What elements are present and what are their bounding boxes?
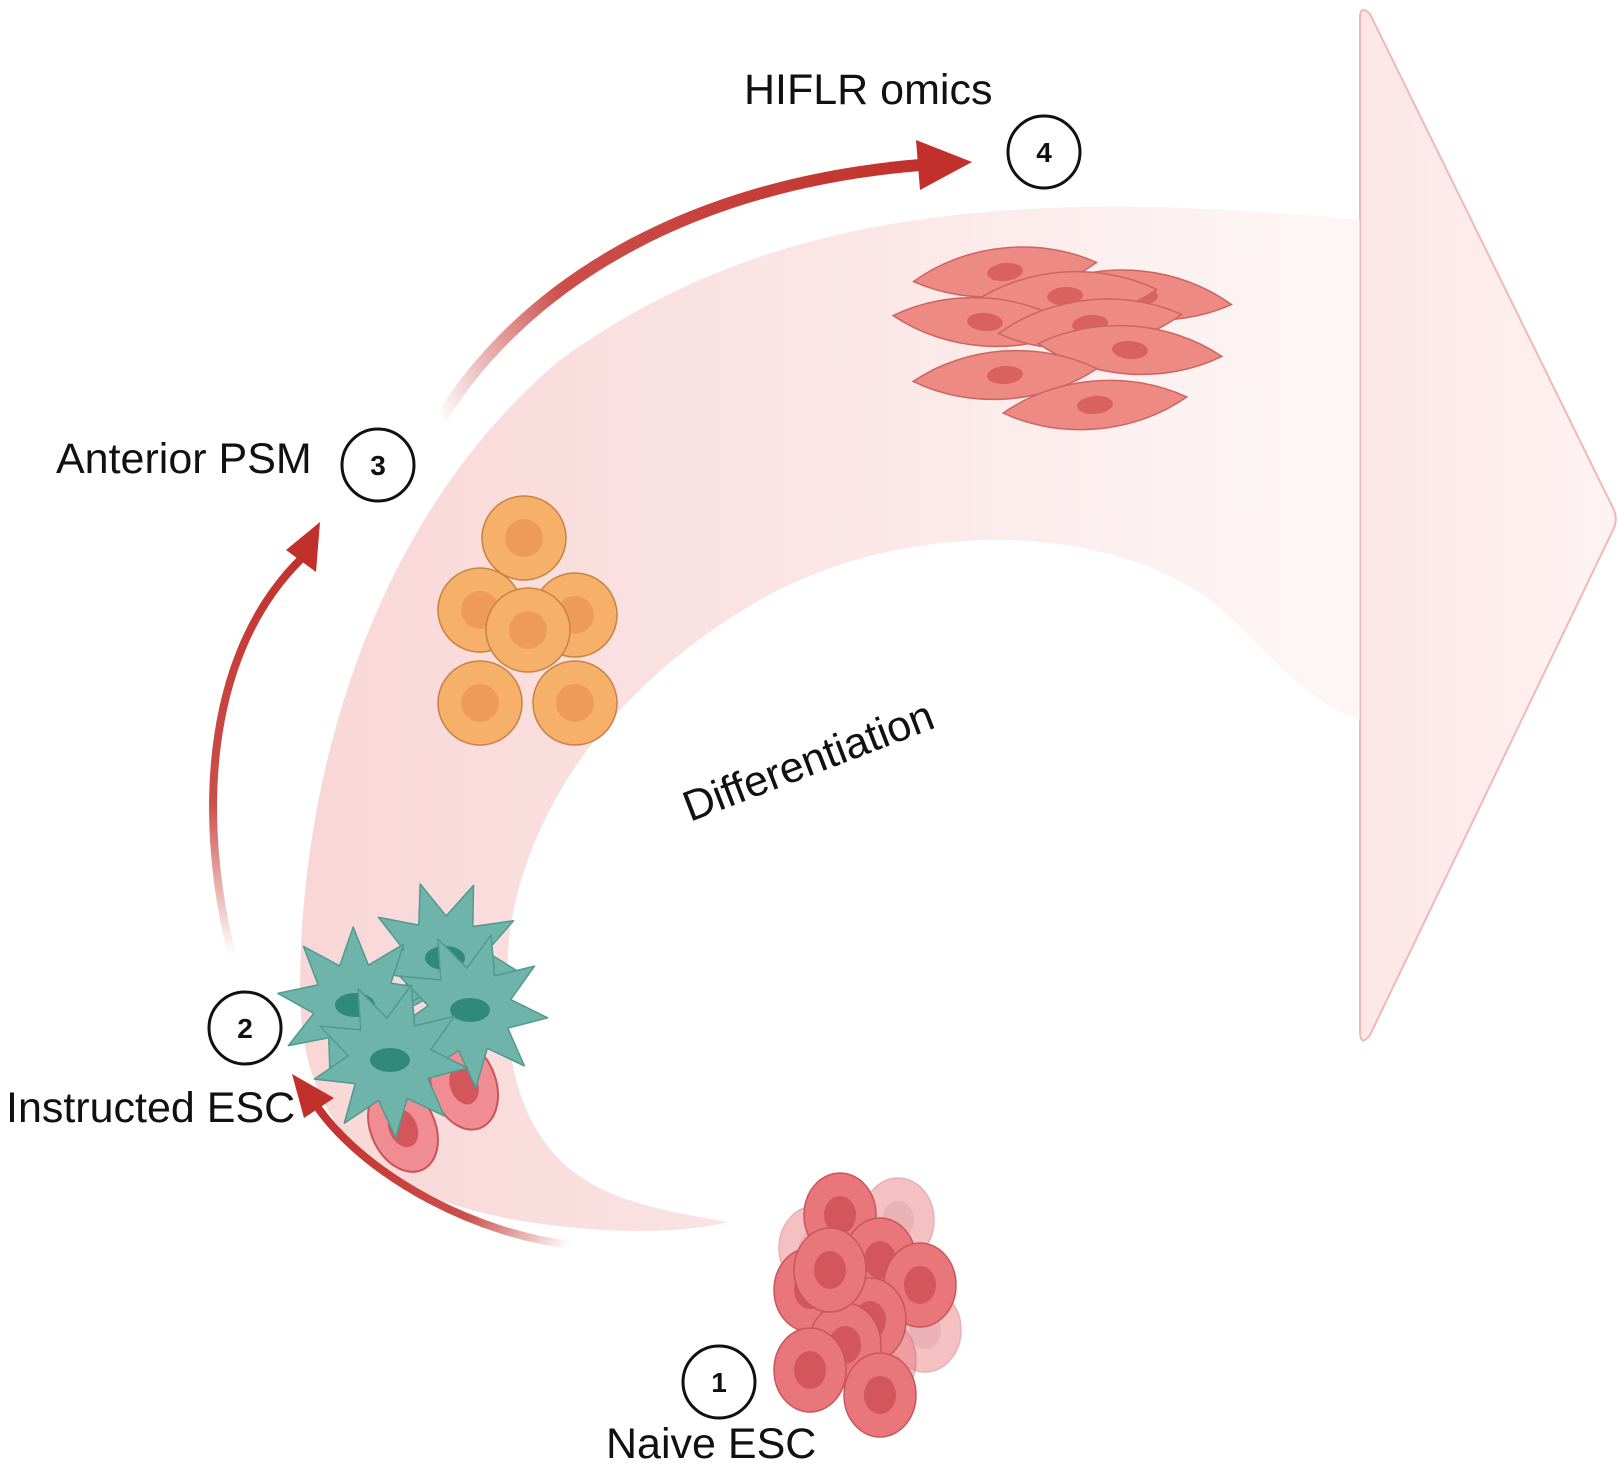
naive-cell: [843, 1352, 917, 1438]
fibroblast-cell: [911, 349, 1099, 401]
stage-1-label: Naive ESC: [606, 1420, 816, 1468]
stage-1-badge: 1: [681, 1344, 757, 1420]
psm-cell: [532, 660, 618, 746]
fibroblast-cell-cluster: [891, 246, 1233, 431]
differentiation-arrow-head: [1359, 8, 1617, 1042]
stage-3-number: 3: [370, 450, 386, 481]
fibroblast-cell: [1001, 379, 1189, 431]
arrow-2-to-3: [209, 522, 320, 959]
stage-4-badge: 4: [1006, 114, 1082, 190]
arrow-3-to-4: [434, 140, 972, 426]
anterior-psm-cell-cluster: [437, 495, 618, 746]
stage-2-label: Instructed ESC: [6, 1084, 295, 1132]
mesenchymal-cell: [393, 934, 549, 1089]
psm-cell: [485, 587, 571, 673]
differentiation-band: [300, 206, 1360, 1231]
stage-4-label: HIFLR omics: [744, 66, 992, 114]
naive-cell: [773, 1327, 847, 1413]
stage-1-number: 1: [711, 1367, 727, 1398]
stage-3-badge: 3: [340, 427, 416, 503]
naive-esc-cell-cluster: [773, 1172, 962, 1438]
psm-cell: [481, 495, 567, 581]
naive-cell: [793, 1227, 867, 1313]
stage-2-number: 2: [237, 1013, 253, 1044]
stage-3-label: Anterior PSM: [56, 435, 312, 483]
arrow-1-to-2: [292, 1074, 576, 1249]
stage-2-badge: 2: [207, 990, 283, 1066]
mesenchymal-cell-cluster: [277, 883, 549, 1139]
fibroblast-cell: [1036, 324, 1224, 376]
mesenchymal-cell: [313, 984, 469, 1139]
psm-cell: [437, 660, 523, 746]
stage-4-number: 4: [1036, 137, 1052, 168]
differentiation-label: Differentiation: [676, 692, 940, 832]
